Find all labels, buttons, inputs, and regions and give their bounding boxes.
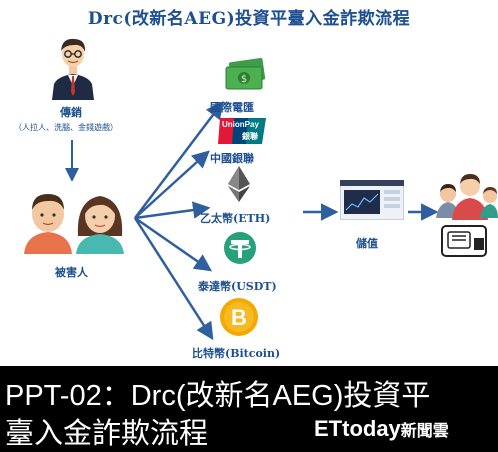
deposit-label: 儲值 [356,237,378,250]
btc-label: 比特幣(Bitcoin) [192,347,281,360]
recruiter-note: （人拉人、洗腦、金錢遊戲） [14,123,118,132]
caption-bar [0,366,498,450]
victim-label: 被害人 [55,266,88,279]
platform-screenshot-icon [340,180,404,220]
unionpay-logo-chinese: 銀聯 [242,132,258,141]
cash-icon: $ [225,58,266,90]
svg-text:B: B [231,305,247,330]
arrow-to-wire [134,101,224,219]
group-icon [436,174,498,257]
watermark-brand: ETtoday [314,416,401,441]
caption-line-2: 臺入金詐欺流程 [5,418,209,450]
arrow-to-unionpay [134,150,210,219]
tether-icon [224,232,256,264]
wire-label: 國際電匯 [210,101,254,114]
usdt-label: 泰達幣(USDT) [198,280,277,293]
flow-arrows [65,101,439,341]
unionpay-logo-icon: UnionPay 銀聯 [218,116,266,146]
arrow-to-usdt [134,216,213,272]
caption-line-1: PPT-02：Drc(改新名AEG)投資平 [5,380,431,412]
unionpay-label: 中國銀聯 [210,152,254,165]
diagram-title: Drc(改新名AEG)投資平臺入金詐欺流程 [87,9,411,29]
ethereum-icon [228,166,250,202]
watermark-sub: 新聞雲 [400,423,449,440]
svg-text:$: $ [241,74,247,85]
arrow-to-btc [133,217,214,341]
victims-icon [24,194,124,254]
ettoday-watermark: ETtoday新聞雲 [314,416,449,442]
bitcoin-icon: B [220,298,258,336]
unionpay-logo-text: UnionPay [222,120,259,129]
arrow-to-eth [134,201,211,220]
recruiter-label: 傳銷 [60,106,82,119]
eth-label: 乙太幣(ETH) [200,212,271,225]
businessman-icon [52,38,94,100]
